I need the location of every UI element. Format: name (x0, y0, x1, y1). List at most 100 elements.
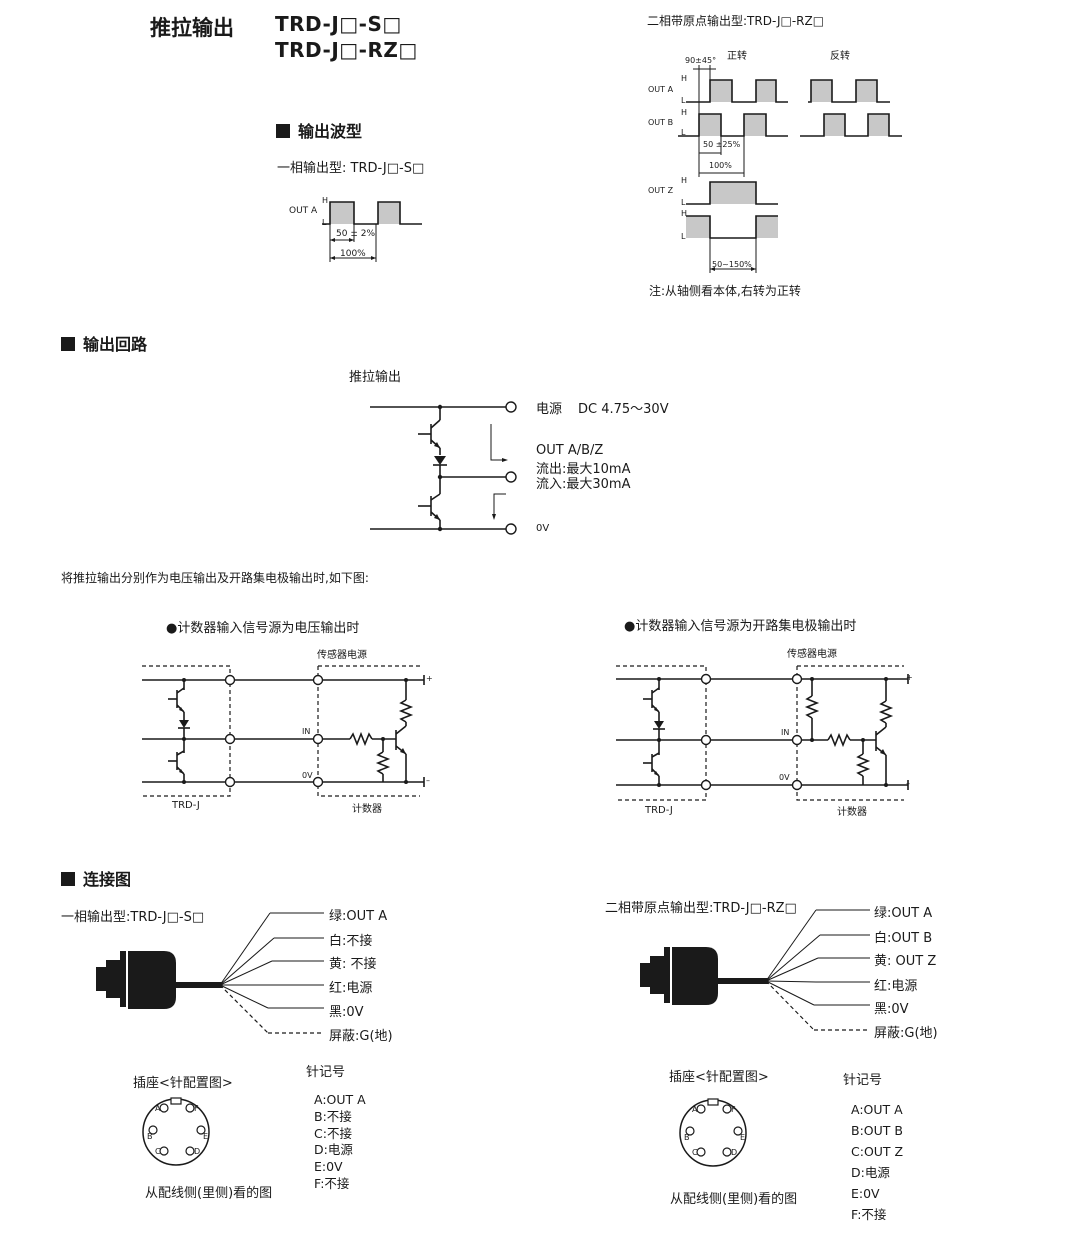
pin-letter: F (194, 1104, 199, 1113)
sink-current: 流入:最大30mA (536, 477, 631, 492)
wire-label: 黑:0V (329, 1005, 364, 1020)
oc-counter-label: 计数器 (837, 807, 867, 818)
single-duty-label: 50 ± 2% (336, 229, 375, 239)
conn-single-pin-list: A:OUT A B:不接 C:不接 D:电源 E:0V F:不接 (314, 1092, 366, 1193)
pin-item: F:不接 (314, 1175, 350, 1191)
pin-item: D:电源 (851, 1165, 890, 1180)
source-current: 流出:最大10mA (536, 462, 631, 477)
pin-letter: C (692, 1148, 698, 1157)
single-phase-label: 一相输出型: TRD-J□-S□ (277, 161, 425, 176)
circuit-section-title: 输出回路 (61, 331, 147, 355)
pin-letter: F (731, 1105, 736, 1114)
conn-single-label: 一相输出型:TRD-J□-S□ (61, 910, 205, 925)
wire-label: 黄: OUT Z (874, 954, 937, 969)
conn-rz-pin-list: A:OUT A B:OUT B C:OUT Z D:电源 E:0V F:不接 (851, 1099, 903, 1225)
conn-single-view-note: 从配线侧(里侧)看的图 (145, 1186, 273, 1201)
rotation-note: 注:从轴侧看本体,右转为正转 (649, 284, 801, 298)
pin-item: C:不接 (314, 1125, 352, 1141)
pin-item: E:0V (314, 1159, 343, 1175)
pin-letter: E (203, 1132, 209, 1141)
waveform-section-title: 输出波型 (276, 118, 362, 142)
rz-b-l: L (681, 128, 686, 137)
single-h-label: H (322, 196, 329, 205)
voltage-app-circuit (142, 665, 425, 797)
model-rz: TRD-J□-RZ□ (275, 38, 418, 62)
single-phase-waveform (322, 201, 422, 262)
rz-out-b-label: OUT B (648, 118, 674, 127)
pin-letter: B (147, 1132, 153, 1141)
page-title: 推拉输出 (150, 16, 234, 40)
rz-z-h: H (681, 176, 688, 185)
pin-item: B:不接 (314, 1108, 352, 1124)
single-period-label: 100% (340, 249, 366, 259)
square-bullet-icon (61, 872, 75, 886)
single-out-a-label: OUT A (289, 206, 318, 216)
two-phase-waveform (678, 65, 902, 273)
pin-item: D:电源 (314, 1142, 353, 1158)
wire-label: 黑:0V (874, 1002, 909, 1017)
conn-rz-pin-title: 针记号 (843, 1073, 883, 1088)
wire-label: 红:电源 (329, 981, 373, 996)
oc-sensor-power: 传感器电源 (787, 649, 837, 660)
wire-label: 白:不接 (329, 934, 373, 949)
rz-out-z-label: OUT Z (648, 186, 674, 195)
push-pull-circuit (370, 401, 517, 535)
oc-in-label: IN (781, 728, 790, 737)
conn-single-pin-title: 针记号 (306, 1065, 346, 1080)
conn-rz-view-note: 从配线侧(里侧)看的图 (670, 1192, 798, 1207)
voltage-counter-label: 计数器 (352, 804, 382, 815)
conn-rz-socket-title: 插座<针配置图> (669, 1070, 769, 1085)
conn-rz-label: 二相带原点输出型:TRD-J□-RZ□ (605, 901, 797, 916)
single-l-label: L (322, 218, 327, 227)
conn-rz-socket-icon (679, 1098, 747, 1167)
push-pull-subtitle: 推拉输出 (349, 370, 402, 385)
pin-letter: A (692, 1105, 698, 1114)
conn-rz-encoder (640, 909, 870, 1031)
oc-app-title: ●计数器输入信号源为开路集电极输出时 (624, 619, 857, 634)
oc-plus: + (906, 673, 913, 682)
voltage-plus: + (426, 674, 433, 683)
out-abz-label: OUT A/B/Z (536, 443, 604, 458)
pin-item: A:OUT A (851, 1102, 903, 1117)
conn-single-socket-title: 插座<针配置图> (133, 1076, 233, 1091)
rz-out-a-label: OUT A (648, 85, 674, 94)
pin-item: A:OUT A (314, 1092, 366, 1107)
voltage-sensor-power: 传感器电源 (317, 650, 367, 661)
wire-label: 黄: 不接 (329, 957, 377, 972)
rz-a-h: H (681, 74, 688, 83)
voltage-trdj-label: TRD-J (172, 800, 200, 811)
pin-item: E:0V (851, 1186, 880, 1201)
phase-label: 90±45° (685, 56, 717, 65)
rz-period-label: 100% (709, 161, 732, 170)
rz-duty-label: 50 ±25% (703, 140, 741, 149)
rz-a-l: L (681, 96, 686, 105)
pin-letter: E (740, 1133, 746, 1142)
rz-z-width-label: 50~150% (712, 260, 752, 269)
wire-label: 白:OUT B (874, 931, 933, 946)
square-bullet-icon (276, 124, 290, 138)
pin-item: B:OUT B (851, 1123, 903, 1138)
pin-letter: C (155, 1147, 161, 1156)
rz-z-l: L (681, 198, 686, 207)
oc-app-circuit (616, 665, 909, 801)
intro-text: 将推拉输出分别作为电压输出及开路集电极输出时,如下图: (61, 571, 369, 585)
pin-item: C:OUT Z (851, 1144, 904, 1159)
pin-letter: A (155, 1104, 161, 1113)
connection-section-title: 连接图 (61, 866, 131, 890)
rz-b-h: H (681, 108, 688, 117)
conn-single-socket-icon (142, 1097, 210, 1166)
pin-letter: D (731, 1148, 738, 1157)
rz-zn-l: L (681, 232, 686, 241)
oc-0v-label: 0V (779, 773, 790, 782)
pin-letter: B (684, 1133, 690, 1142)
pin-letter: D (194, 1147, 201, 1156)
voltage-app-title: ●计数器输入信号源为电压输出时 (166, 621, 360, 636)
wire-label: 屏蔽:G(地) (329, 1029, 393, 1044)
reverse-label: 反转 (830, 51, 850, 62)
oc-trdj-label: TRD-J (645, 805, 673, 816)
wire-label: 屏蔽:G(地) (874, 1026, 938, 1041)
zero-v-label: 0V (536, 523, 550, 534)
power-label: 电源 (536, 402, 563, 417)
two-phase-label: 二相带原点输出型:TRD-J□-RZ□ (647, 14, 825, 28)
wire-label: 红:电源 (874, 979, 918, 994)
